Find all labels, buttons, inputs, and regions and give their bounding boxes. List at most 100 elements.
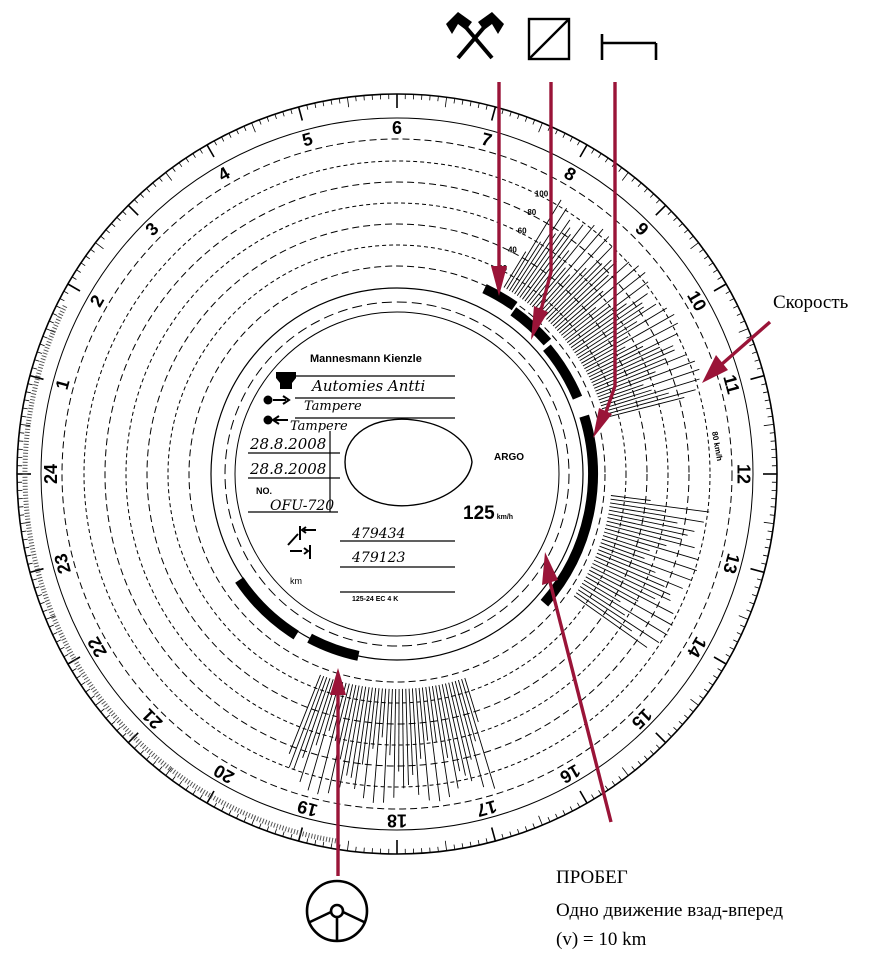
rim-tick (486, 838, 487, 843)
rim-tick (563, 133, 565, 138)
rim-tick (764, 522, 774, 523)
speed-trace (571, 294, 648, 348)
rim-tick (26, 392, 31, 393)
rim-tick (650, 751, 653, 755)
hour-label: 4 (215, 163, 234, 185)
rim-tick (323, 101, 324, 106)
rim-tick (101, 709, 105, 712)
rim-tick (146, 188, 149, 192)
rim-tick (200, 795, 203, 799)
rim-tick (222, 807, 224, 812)
rim-tick (502, 109, 503, 114)
rim-tick (24, 547, 29, 548)
rim-tick (605, 158, 608, 162)
vehicle-number: OFU-720 (270, 498, 334, 514)
rim-tick (749, 344, 754, 346)
rim-tick (19, 515, 24, 516)
rim-tick (644, 756, 647, 760)
rim-tick (751, 376, 765, 380)
rim-tick (757, 579, 762, 580)
rim-tick (730, 299, 735, 301)
rim-tick (43, 610, 48, 612)
rim-tick (570, 807, 572, 812)
rim-tick (656, 745, 660, 749)
rim-tick (339, 98, 340, 103)
rim-tick (674, 727, 678, 730)
rim-tick (749, 602, 754, 604)
rim-tick (244, 126, 246, 131)
speed-trace (582, 583, 667, 635)
speed-tick-label: 80 (527, 208, 536, 217)
rim-tick (86, 256, 90, 259)
activity-bar (310, 638, 359, 656)
rim-tick (72, 277, 76, 280)
rim-tick (283, 112, 285, 117)
rim-tick (53, 313, 58, 315)
speed-trace (576, 593, 632, 631)
mileage-unit: (v) = 10 km (556, 928, 646, 952)
rim-tick (739, 616, 748, 620)
registration-label: NO. (256, 486, 272, 496)
outer-speed-unit: 80 km/h (710, 431, 724, 462)
rim-tick (638, 761, 641, 765)
rim-tick (56, 640, 61, 642)
rim-tick (21, 416, 26, 417)
speed-trace (610, 503, 665, 512)
rim-tick (699, 696, 703, 699)
speed-trace (429, 687, 436, 743)
end-date: 28.8.2008 (249, 460, 326, 478)
rim-tick (252, 123, 256, 132)
rim-tick (733, 306, 738, 308)
rim-tick (159, 178, 162, 182)
rim-tick (134, 745, 138, 749)
rim-tick (454, 98, 455, 103)
rim-tick (96, 243, 104, 249)
rim-tick (684, 715, 688, 718)
rim-tick (714, 657, 726, 664)
rim-tick (751, 569, 765, 573)
brand-text: ARGO (494, 452, 524, 463)
disc-header-text: Mannesmann Kienzle (310, 353, 422, 365)
speed-trace (373, 689, 382, 803)
rim-tick (23, 539, 28, 540)
rim-tick (35, 587, 40, 589)
rim-tick (761, 563, 766, 564)
rim-tick (726, 291, 730, 293)
rim-tick (307, 838, 308, 843)
rim-tick (24, 400, 29, 401)
rim-tick (347, 841, 348, 851)
rim-tick (763, 555, 768, 556)
rim-tick (299, 107, 303, 121)
rim-tick (128, 205, 138, 215)
rim-tick (229, 133, 231, 138)
rim-tick (236, 130, 238, 135)
rim-tick (23, 408, 28, 409)
rim-tick (49, 625, 54, 627)
start-date: 28.8.2008 (249, 435, 326, 453)
odometer-end: 479434 (351, 526, 405, 542)
rim-tick (91, 249, 95, 252)
speed-trace (597, 553, 683, 588)
rim-tick (315, 840, 316, 845)
rim-tick (101, 236, 105, 239)
speed-trace (289, 675, 320, 754)
rim-tick (740, 321, 745, 323)
speed-trace (458, 680, 475, 741)
rim-tick (140, 194, 143, 198)
rim-tick (619, 776, 622, 780)
hour-label: 19 (295, 796, 320, 821)
rim-tick (117, 727, 121, 730)
rim-tick (486, 105, 487, 110)
rim-tick (690, 236, 694, 239)
rim-tick (40, 602, 45, 604)
rim-tick (229, 810, 231, 815)
rim-tick (123, 211, 127, 215)
speed-trace (581, 337, 628, 364)
rim-tick (236, 814, 238, 819)
rim-tick (770, 515, 775, 516)
from-place: Tampere (304, 399, 362, 414)
rim-tick (28, 563, 33, 564)
rim-tick (77, 270, 81, 273)
rim-tick (650, 194, 653, 198)
